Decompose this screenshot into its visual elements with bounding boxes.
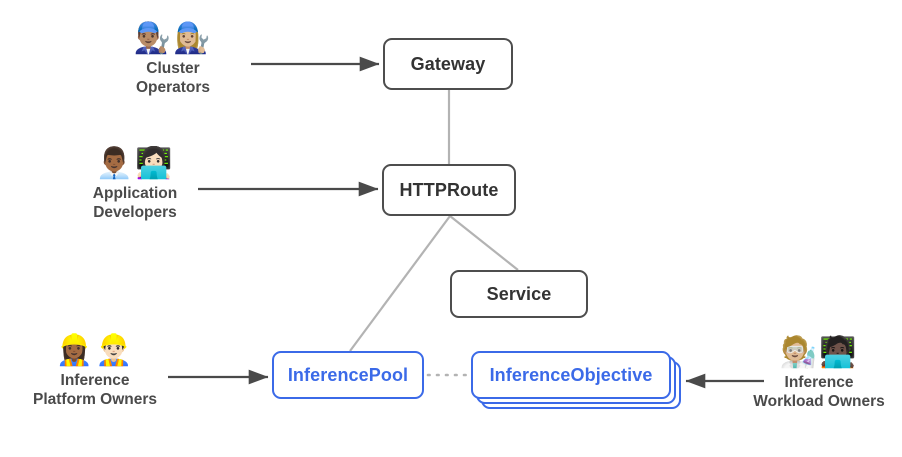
inference-workload-owners-label: Inference Workload Owners <box>753 374 885 410</box>
edge-httproute-to-service <box>449 215 519 271</box>
inference-platform-owners-avatars: 👷🏾‍♀️👷🏻‍♂️ <box>55 334 135 367</box>
application-developers-label: Application Developers <box>92 185 178 221</box>
node-inferencepool-label: InferencePool <box>287 364 409 385</box>
node-gateway[interactable]: Gateway <box>383 38 513 90</box>
node-httproute[interactable]: HTTPRoute <box>382 164 516 216</box>
persona-application-developers: 👨🏾‍💼👩🏻‍💻 Application Developers <box>40 147 230 222</box>
node-service-label: Service <box>486 283 552 304</box>
persona-cluster-operators: 👨🏽‍🔧👩🏼‍🔧 Cluster Operators <box>78 22 268 97</box>
cluster-operators-label: Cluster Operators <box>135 60 211 96</box>
node-inferenceobjective[interactable]: InferenceObjective <box>471 351 671 399</box>
edge-httproute-to-inferencepool <box>349 215 451 352</box>
node-inferencepool[interactable]: InferencePool <box>272 351 424 399</box>
cluster-operators-avatars: 👨🏽‍🔧👩🏼‍🔧 <box>133 22 213 55</box>
node-gateway-label: Gateway <box>410 53 486 74</box>
node-httproute-label: HTTPRoute <box>399 179 499 200</box>
node-inferenceobjective-label: InferenceObjective <box>489 364 653 385</box>
inference-workload-owners-avatars: 🧑🏼‍🔬🧑🏿‍💻 <box>779 336 859 369</box>
application-developers-avatars: 👨🏾‍💼👩🏻‍💻 <box>95 147 175 180</box>
inference-platform-owners-label: Inference Platform Owners <box>32 372 158 408</box>
node-service[interactable]: Service <box>450 270 588 318</box>
persona-inference-platform-owners: 👷🏾‍♀️👷🏻‍♂️ Inference Platform Owners <box>0 334 190 409</box>
persona-inference-workload-owners: 🧑🏼‍🔬🧑🏿‍💻 Inference Workload Owners <box>724 336 902 411</box>
